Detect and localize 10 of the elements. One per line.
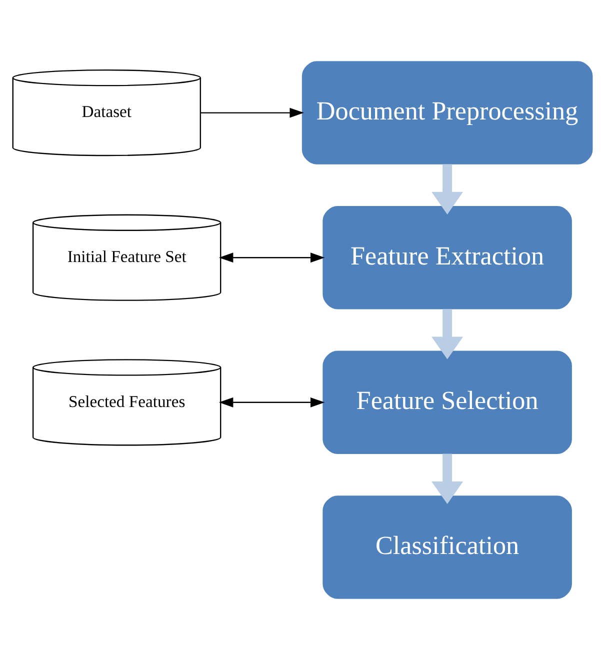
arrow bbox=[432, 454, 464, 504]
arrow bbox=[432, 309, 464, 360]
node-box: Feature Extraction bbox=[322, 206, 572, 310]
node-box: Classification bbox=[322, 496, 572, 599]
arrow bbox=[432, 164, 464, 214]
node-box: Feature Selection bbox=[322, 350, 572, 454]
arrow bbox=[200, 108, 304, 118]
arrow bbox=[218, 252, 325, 263]
node-box: Document Preprocessing bbox=[302, 61, 593, 164]
arrow bbox=[218, 397, 325, 408]
